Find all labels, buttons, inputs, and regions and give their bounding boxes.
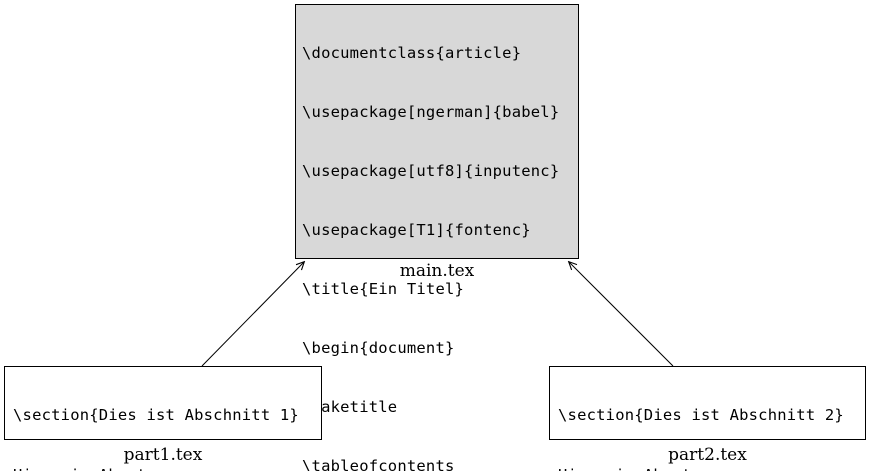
- part2-tex-filename-label: part2.tex: [668, 445, 747, 465]
- code-line: \usepackage[ngerman]{babel}: [302, 103, 560, 121]
- part1-tex-code-box: \section{Dies ist Abschnitt 1} Hier ein …: [4, 366, 322, 471]
- code-line: \title{Ein Titel}: [302, 280, 465, 298]
- code-line: \begin{document}: [302, 339, 455, 357]
- code-line: \usepackage[utf8]{inputenc}: [302, 162, 560, 180]
- main-tex-code-box: \documentclass{article} \usepackage[nger…: [295, 4, 579, 471]
- code-line: \maketitle: [302, 398, 398, 416]
- code-line: Hier ein Absatz zum: [558, 464, 857, 471]
- code-line: \section{Dies ist Abschnitt 2}: [558, 406, 844, 424]
- arrow-part2-to-main: [569, 262, 674, 367]
- code-line: \tableofcontents: [302, 457, 455, 471]
- part2-tex-code-box: \section{Dies ist Abschnitt 2} Hier ein …: [549, 366, 866, 471]
- arrow-part1-to-main: [201, 262, 304, 367]
- code-line: \documentclass{article}: [302, 44, 522, 62]
- code-line: Hier ein Absatz zum: [13, 464, 313, 471]
- code-line: \section{Dies ist Abschnitt 1}: [13, 406, 299, 424]
- part1-tex-filename-label: part1.tex: [123, 445, 203, 465]
- code-line: \usepackage[T1]{fontenc}: [302, 221, 531, 239]
- main-tex-filename-label: main.tex: [399, 261, 475, 281]
